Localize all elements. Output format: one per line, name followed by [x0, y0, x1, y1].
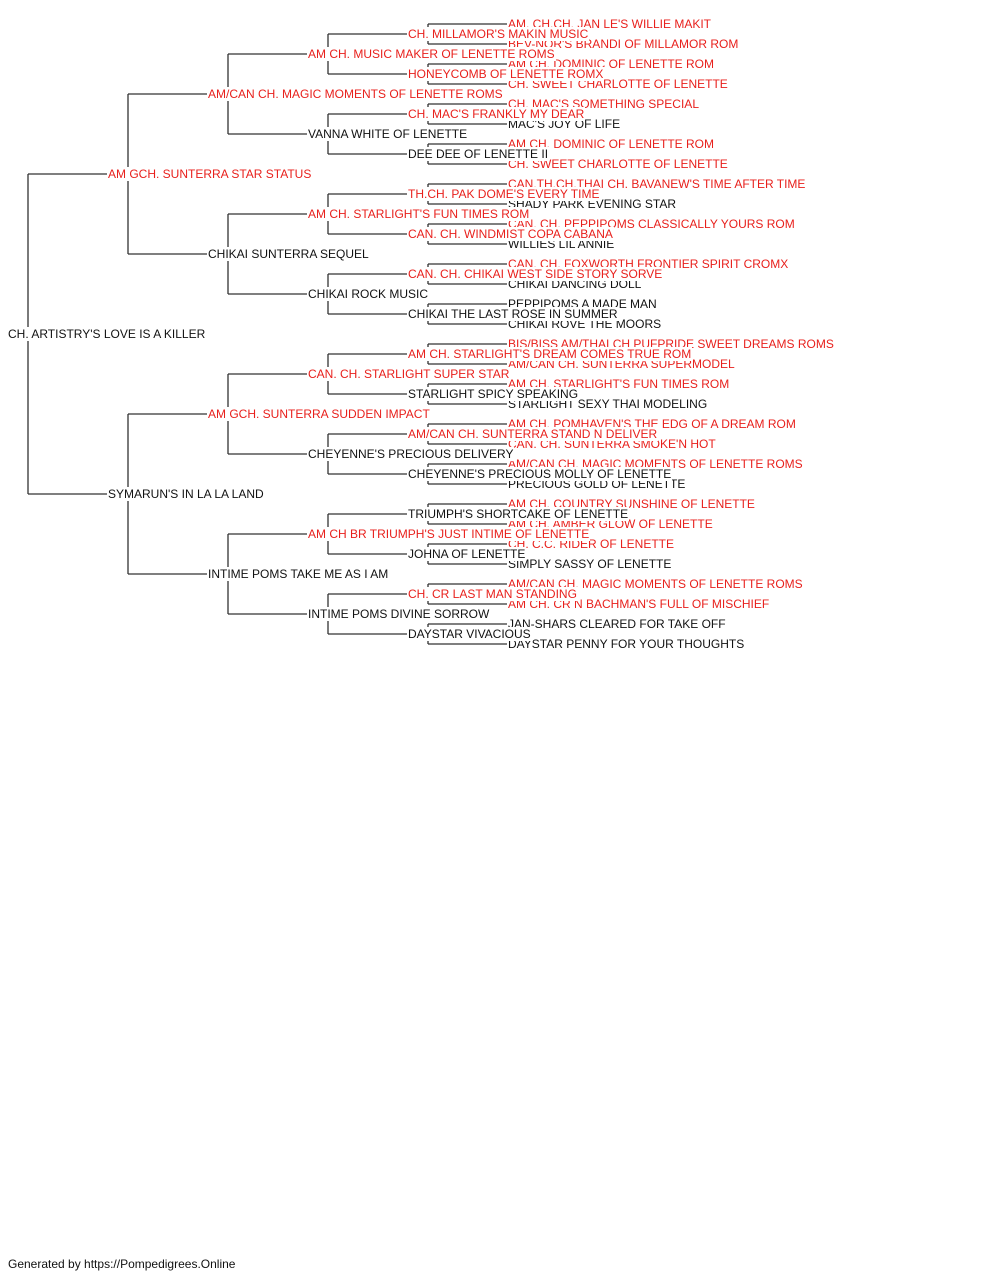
dog-name: CH. ARTISTRY'S LOVE IS A KILLER	[7, 327, 207, 341]
dog-name: AM GCH. SUNTERRA SUDDEN IMPACT	[207, 407, 431, 421]
dog-name: DAYSTAR PENNY FOR YOUR THOUGHTS	[507, 637, 746, 651]
dog-name: CHIKAI SUNTERRA SEQUEL	[207, 247, 370, 261]
dog-name: TRIUMPH'S SHORTCAKE OF LENETTE	[407, 507, 630, 521]
dog-name: CH. CR LAST MAN STANDING	[407, 587, 578, 601]
dog-name: AM CH BR TRIUMPH'S JUST INTIME OF LENETT…	[307, 527, 591, 541]
generated-by-footer: Generated by https://Pompedigrees.Online	[8, 1257, 236, 1271]
dog-name: CHIKAI ROCK MUSIC	[307, 287, 430, 301]
dog-name: SIMPLY SASSY OF LENETTE	[507, 557, 673, 571]
dog-name: JOHNA OF LENETTE	[407, 547, 527, 561]
dog-name: DEE DEE OF LENETTE II	[407, 147, 550, 161]
dog-name: CAN. CH. STARLIGHT SUPER STAR	[307, 367, 511, 381]
dog-name: CH. SWEET CHARLOTTE OF LENETTE	[507, 157, 729, 171]
dog-name: CHIKAI THE LAST ROSE IN SUMMER	[407, 307, 619, 321]
dog-name: TH.CH. PAK DOME'S EVERY TIME	[407, 187, 601, 201]
dog-name: INTIME POMS DIVINE SORROW	[307, 607, 491, 621]
dog-name: VANNA WHITE OF LENETTE	[307, 127, 469, 141]
dog-name: CH. MILLAMOR'S MAKIN MUSIC	[407, 27, 590, 41]
dog-name: AM/CAN CH. MAGIC MOMENTS OF LENETTE ROMS	[507, 577, 804, 591]
dog-name: AM CH. STARLIGHT'S DREAM COMES TRUE ROM	[407, 347, 693, 361]
dog-name: HONEYCOMB OF LENETTE ROMX	[407, 67, 605, 81]
dog-name: AM/CAN CH. MAGIC MOMENTS OF LENETTE ROMS	[207, 87, 504, 101]
dog-name: AM CH. MUSIC MAKER OF LENETTE ROMS	[307, 47, 556, 61]
dog-name: CHEYENNE'S PRECIOUS MOLLY OF LENETTE	[407, 467, 673, 481]
dog-name: STARLIGHT SPICY SPEAKING	[407, 387, 580, 401]
dog-name: JAN-SHARS CLEARED FOR TAKE OFF	[507, 617, 727, 631]
dog-name: DAYSTAR VIVACIOUS	[407, 627, 532, 641]
dog-name: INTIME POMS TAKE ME AS I AM	[207, 567, 390, 581]
dog-name: AM GCH. SUNTERRA STAR STATUS	[107, 167, 313, 181]
dog-name: SYMARUN'S IN LA LA LAND	[107, 487, 265, 501]
dog-name: CAN. CH. WINDMIST COPA CABANA	[407, 227, 614, 241]
dog-name: AM CH. DOMINIC OF LENETTE ROM	[507, 137, 716, 151]
dog-name: AM CH. STARLIGHT'S FUN TIMES ROM	[307, 207, 531, 221]
dog-name: CAN. CH. CHIKAI WEST SIDE STORY SORVE	[407, 267, 664, 281]
dog-name: CHEYENNE'S PRECIOUS DELIVERY	[307, 447, 515, 461]
dog-name: CH. MAC'S FRANKLY MY DEAR	[407, 107, 586, 121]
dog-name: AM/CAN CH. SUNTERRA STAND N DELIVER	[407, 427, 659, 441]
